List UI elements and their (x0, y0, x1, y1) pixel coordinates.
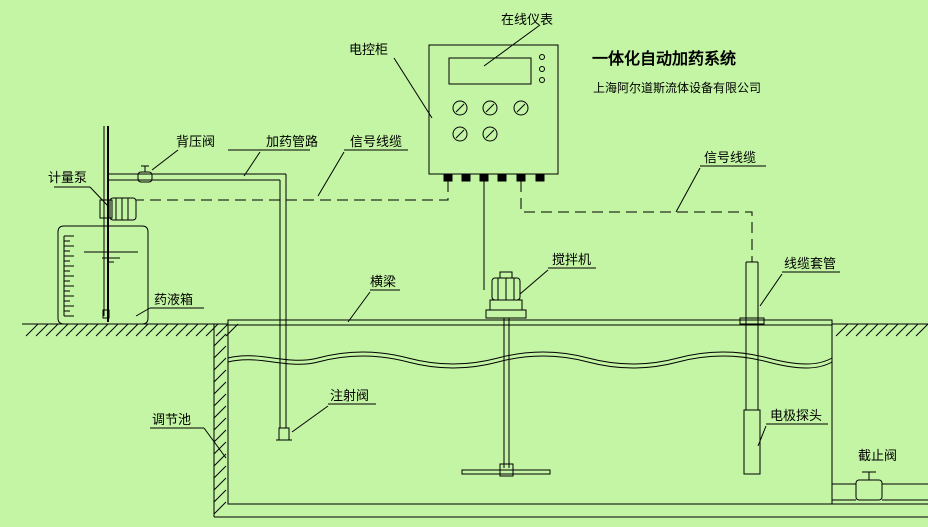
label-cable-conduit: 线缆套管 (784, 256, 836, 272)
diagram-title: 一体化自动加药系统 (592, 49, 736, 68)
stop-valve (832, 471, 928, 501)
tank-level-scale (63, 235, 74, 317)
ground-line (22, 323, 928, 515)
chemical-tank (57, 225, 149, 325)
label-agitator: 搅拌机 (552, 252, 591, 268)
label-chemical-tank: 药液箱 (154, 292, 193, 308)
label-dosing-pipe: 加药管路 (266, 134, 318, 150)
signal-cable-pump (136, 181, 449, 201)
label-online-meter: 在线仪表 (501, 13, 553, 28)
label-electrode-probe: 电极探头 (770, 409, 822, 424)
label-signal-cable: 信号线缆 (350, 134, 402, 150)
agitator (461, 271, 551, 477)
dosing-pipe (108, 173, 287, 428)
online-meter-display (448, 57, 532, 85)
metering-pump (99, 126, 137, 322)
label-back-pressure-valve: 背压阀 (176, 135, 215, 150)
label-signal-cable: 信号线缆 (704, 150, 756, 166)
cross-beam (227, 319, 833, 326)
water-surface-wave (227, 351, 833, 365)
label-injection-valve: 注射阀 (330, 388, 369, 404)
label-regulation-pool: 调节池 (152, 413, 191, 428)
injection-valve (276, 427, 292, 441)
label-cross-beam: 横梁 (370, 275, 396, 290)
label-stop-valve: 截止阀 (858, 449, 897, 464)
label-control-cabinet: 电控柜 (349, 43, 388, 58)
label-metering-pump: 计量泵 (48, 171, 87, 186)
leader-lines (54, 24, 840, 459)
electrode-probe (743, 330, 761, 475)
control-cabinet (428, 44, 559, 182)
company-name: 上海阿尔道斯流体设备有限公司 (593, 80, 761, 95)
back-pressure-valve (137, 165, 153, 183)
signal-cable-probe (520, 181, 753, 262)
water-surface-wave (227, 355, 833, 369)
cable-conduit (739, 261, 765, 330)
